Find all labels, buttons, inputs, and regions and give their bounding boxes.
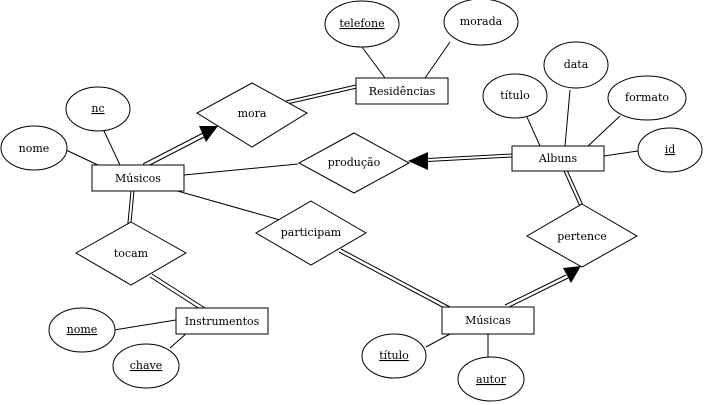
edge-nome-musicos [65, 149, 101, 167]
edge-tocam-instrumentos-a [151, 273, 206, 309]
attribute-albuns-formato: formato [607, 75, 687, 121]
entity-residencias-label: Residências [369, 85, 436, 98]
entity-musicos-label: Músicos [115, 172, 161, 185]
edge-musicos-mora-a [142, 131, 206, 165]
relationship-pertence-label: pertence [557, 230, 607, 243]
attribute-albuns-id: id [637, 127, 703, 173]
edge-morada-residencias [424, 41, 451, 79]
attribute-musicas-autor: autor [457, 356, 525, 402]
edge-musicos-producao [183, 163, 299, 176]
attribute-albuns-data-label: data [564, 58, 589, 71]
connectors [65, 41, 639, 358]
relationships: mora produção participam tocam pertence [74, 82, 639, 286]
attribute-musicas-autor-label: autor [476, 373, 507, 386]
attribute-musicas-titulo: título [361, 333, 427, 379]
edge-nome-instrumentos [113, 319, 177, 331]
edge-musicos-mora-b [145, 134, 209, 168]
edge-tocam-instrumentos-b [149, 276, 204, 312]
edge-nc-musicos [103, 130, 121, 166]
edge-pertence-musicas-b [506, 277, 569, 309]
relationship-producao-label: produção [328, 156, 381, 169]
edge-id-albuns [603, 150, 639, 157]
arrow-pertence [563, 266, 581, 283]
attribute-albuns-formato-label: formato [625, 91, 669, 104]
attribute-residencias-morada: morada [443, 0, 519, 46]
attribute-musicas-titulo-label: título [379, 349, 409, 362]
relationship-pertence: pertence [525, 203, 639, 268]
relationship-participam-label: participam [281, 226, 342, 239]
attribute-residencias-telefone-label: telefone [339, 17, 384, 30]
relationship-participam: participam [255, 200, 367, 266]
edge-mora-residencias-b [286, 87, 358, 105]
edge-musicos-participam [173, 189, 281, 221]
entity-albuns: Albuns [511, 145, 605, 172]
arrow-producao [408, 152, 428, 170]
entity-musicas: Músicas [441, 306, 535, 335]
entity-musicas-label: Músicas [465, 314, 511, 327]
entities: Músicos Residências Albuns Instrumentos … [91, 77, 605, 335]
edge-pertence-musicas-a [504, 274, 567, 306]
attribute-musicos-nome-label: nome [19, 142, 50, 155]
edge-producao-albuns-b [417, 156, 513, 163]
relationship-producao: produção [297, 132, 411, 194]
attribute-albuns-data: data [543, 41, 609, 89]
edge-data-albuns [564, 89, 571, 147]
entity-albuns-label: Albuns [538, 152, 578, 165]
edge-participam-musicas-b [338, 251, 449, 311]
attribute-instrumentos-nome: nome [48, 307, 116, 353]
edge-formato-albuns [587, 115, 621, 147]
attribute-albuns-titulo-label: título [500, 89, 530, 102]
attribute-instrumentos-nome-label: nome [67, 323, 98, 336]
edge-participam-musicas-a [340, 248, 451, 308]
attribute-instrumentos-chave-label: chave [130, 359, 163, 372]
relationship-tocam: tocam [74, 221, 188, 286]
edge-titulo-musicas [425, 333, 451, 348]
entity-instrumentos: Instrumentos [175, 307, 269, 335]
relationship-mora: mora [196, 82, 308, 148]
attribute-musicos-nome: nome [0, 125, 68, 171]
attribute-musicos-nc: nc [65, 86, 131, 132]
edge-mora-residencias-a [285, 84, 357, 102]
attribute-instrumentos-chave: chave [112, 343, 180, 389]
edge-producao-albuns-a [417, 153, 513, 160]
attribute-albuns-id-label: id [665, 143, 676, 156]
relationship-tocam-label: tocam [114, 247, 149, 260]
entity-residencias: Residências [355, 77, 449, 105]
arrow-mora [199, 126, 218, 142]
edge-chave-instrumentos [169, 331, 189, 349]
edge-titulo-albuns [526, 116, 541, 147]
attribute-residencias-morada-label: morada [460, 15, 503, 28]
edge-telefone-residencias [361, 46, 386, 79]
entity-instrumentos-label: Instrumentos [185, 315, 260, 328]
attribute-albuns-titulo: título [482, 73, 548, 119]
entity-musicos: Músicos [91, 164, 185, 192]
relationship-mora-label: mora [238, 107, 267, 120]
attribute-musicos-nc-label: nc [91, 102, 104, 115]
attribute-residencias-telefone: telefone [324, 0, 400, 48]
